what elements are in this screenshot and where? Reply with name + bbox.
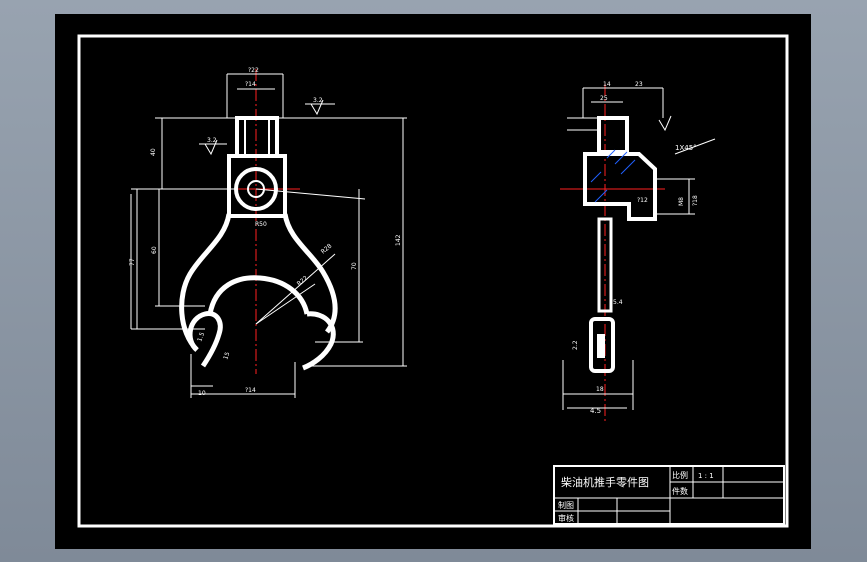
title-block: 柴油机推手零件图 比例 1 : 1 件数 制图 审核	[553, 465, 785, 525]
dim-left-small: 10	[198, 390, 206, 397]
dim-h77: 77	[129, 258, 136, 266]
stem-outline	[235, 116, 279, 158]
drawing-title: 柴油机推手零件图	[561, 475, 649, 489]
dim-r22: R22	[296, 274, 310, 287]
cell-bili: 比例	[672, 470, 688, 480]
side-dim-h1: M8	[678, 197, 685, 206]
fork-inner-arc	[207, 275, 310, 315]
dim-h70: 70	[351, 262, 358, 270]
side-hatch	[590, 149, 636, 203]
side-claw-slot	[597, 334, 605, 358]
side-dim-h2: 5.4	[613, 299, 623, 306]
side-view: 14 23 25 1X45° M8 5.4 2.2 18 4.5 ?18 ?12	[560, 81, 716, 424]
side-dim-tol: 4.5	[590, 407, 601, 415]
dim-h40: 40	[150, 148, 157, 156]
radius-line-1	[255, 188, 366, 200]
dim-r28: R28	[320, 242, 334, 255]
radius-line-2	[255, 253, 336, 325]
cell-shenhe: 审核	[558, 513, 574, 523]
side-dim-chamfer: 1X45°	[675, 144, 697, 152]
title-block-frame	[553, 465, 785, 525]
side-stem	[597, 217, 613, 313]
cell-jianshu: 件数	[672, 486, 688, 496]
dim-r50: R50	[255, 221, 267, 228]
dim-bore: ?14	[245, 81, 256, 88]
right-claw	[302, 311, 336, 371]
dim-top-width: ?22	[248, 67, 259, 74]
dim-chamfer: 1.5	[196, 331, 206, 343]
front-view: ?22 ?14 40 77 60 70 142 R50 R28 R22 1.5 …	[129, 67, 407, 398]
side-dim-right-b: ?12	[637, 197, 648, 204]
hub-outline	[227, 154, 287, 218]
cell-zhitu: 制图	[558, 500, 574, 510]
dim-bottom-width: ?14	[245, 387, 256, 394]
left-claw	[187, 311, 223, 368]
dim-tol-15: 15	[222, 351, 231, 361]
dim-h60: 60	[151, 246, 158, 254]
side-dim-top-a: 14	[603, 81, 611, 88]
cad-drawing-viewport[interactable]: ?22 ?14 40 77 60 70 142 R50 R28 R22 1.5 …	[55, 14, 811, 549]
radius-line-3	[255, 283, 316, 325]
side-dim-top-b: 23	[635, 81, 643, 88]
side-dim-bottom: 18	[596, 386, 604, 393]
side-dim-top-c: 25	[600, 95, 608, 102]
cell-scale: 1 : 1	[698, 472, 714, 480]
drawing-canvas: ?22 ?14 40 77 60 70 142 R50 R28 R22 1.5 …	[77, 34, 789, 528]
side-head	[597, 116, 629, 154]
side-dim-right-a: ?18	[692, 195, 699, 206]
dim-h142: 142	[395, 234, 402, 246]
rough-1: 3.2	[313, 97, 323, 104]
fork-outer-outline	[179, 213, 338, 352]
drawing-border	[77, 34, 789, 528]
hub-bore	[247, 180, 265, 198]
rough-2: 3.2	[207, 137, 217, 144]
side-dim-h3: 2.2	[572, 340, 579, 350]
side-claw	[589, 317, 615, 373]
side-body	[583, 152, 657, 221]
